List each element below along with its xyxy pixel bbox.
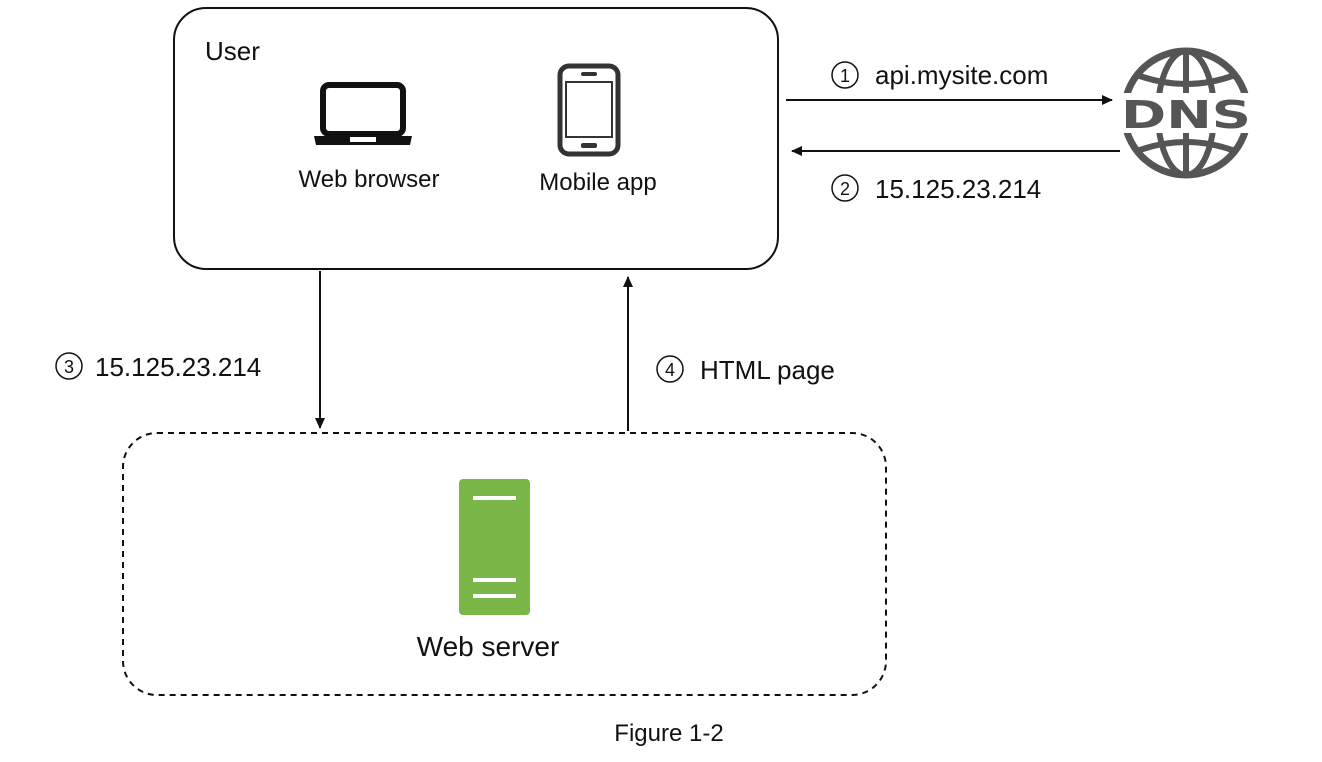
step-3-number: 3 (64, 357, 74, 377)
step-1-number: 1 (840, 66, 850, 86)
web-server-box-border (122, 432, 887, 696)
step-2-badge (831, 174, 859, 202)
user-box-title: User (205, 36, 260, 66)
web-server-box: Web server (122, 432, 887, 696)
step-4-arrow: 4 HTML page (623, 276, 835, 431)
step-4-label: HTML page (700, 355, 835, 385)
server-icon (459, 479, 530, 615)
step-1-arrow: 1 api.mysite.com (786, 60, 1113, 105)
step-3-arrow: 3 15.125.23.214 (55, 271, 325, 429)
step-4-number: 4 (665, 360, 675, 380)
user-box: User Web browser Mobile app (173, 7, 779, 270)
step-2-label: 15.125.23.214 (875, 174, 1041, 204)
laptop-icon (314, 82, 412, 145)
user-box-border (173, 7, 779, 270)
web-server-label: Web server (417, 631, 560, 662)
mobile-app-label: Mobile app (539, 169, 656, 196)
step-2-arrow: 2 15.125.23.214 (791, 146, 1120, 204)
dns-globe-icon: DNS (1116, 47, 1256, 179)
mobile-phone-icon (557, 63, 621, 157)
step-1-badge (831, 61, 859, 89)
dns-icon-text: DNS (1121, 93, 1251, 137)
step-1-label: api.mysite.com (875, 60, 1048, 90)
step-3-badge (55, 352, 83, 380)
step-4-badge (656, 355, 684, 383)
step-2-number: 2 (840, 179, 850, 199)
figure-caption: Figure 1-2 (614, 720, 723, 747)
web-browser-label: Web browser (299, 166, 440, 193)
step-3-label: 15.125.23.214 (95, 352, 261, 382)
